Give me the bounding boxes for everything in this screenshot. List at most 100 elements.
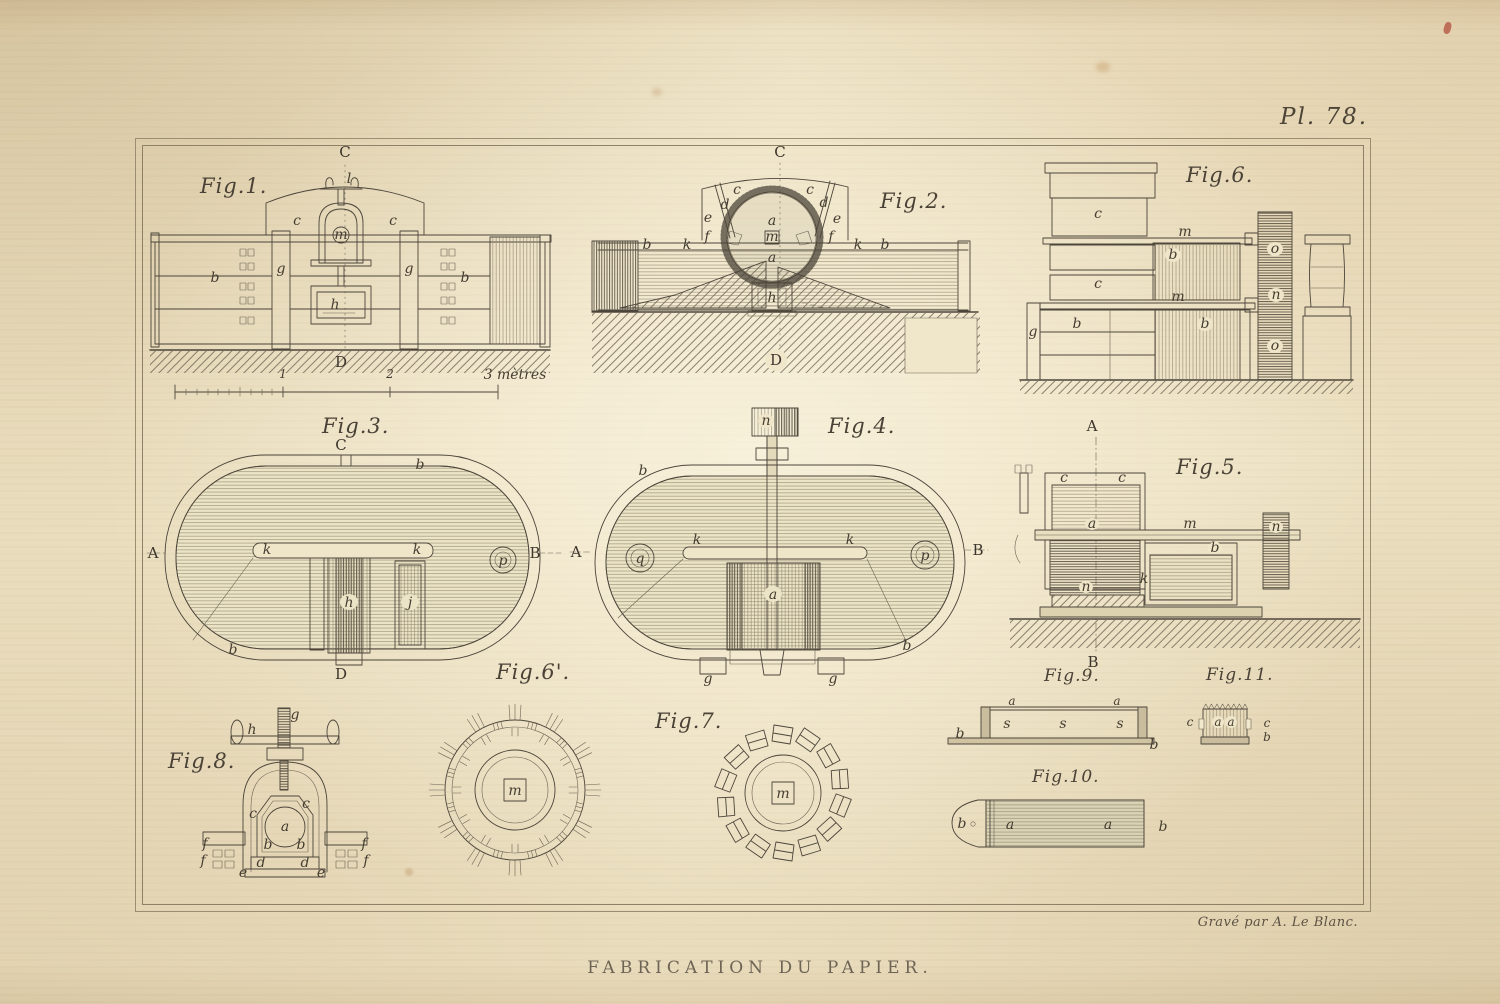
part-label: n — [761, 413, 770, 429]
part-label: f — [827, 229, 836, 245]
part-label: k — [413, 542, 421, 558]
part-label: b — [1073, 316, 1082, 332]
part-label: h — [330, 297, 339, 313]
part-label: b — [881, 237, 890, 253]
fig6-drawing: c m b c m g b b o n o — [1019, 162, 1354, 394]
fig6b-title: Fig.6'. — [496, 660, 571, 684]
fig10-labels: b a a b — [958, 816, 1168, 835]
part-label: e — [833, 211, 841, 227]
part-label: c — [1118, 470, 1126, 486]
part-label: c — [1094, 276, 1102, 292]
part-label: m — [1171, 289, 1184, 305]
engraver-credit: Gravé par A. Le Blanc. — [1197, 915, 1358, 930]
fig5-drawing: A c c a m n b k n B — [1009, 417, 1361, 671]
part-label: f — [199, 853, 208, 869]
fig10-drawing: b a a b — [951, 799, 1168, 848]
foxing-spot — [652, 88, 662, 96]
axis-label: B — [529, 544, 540, 562]
part-label: b — [1150, 737, 1159, 753]
part-label: d — [721, 197, 730, 213]
part-label: a — [1088, 516, 1096, 532]
axis-label: A — [147, 544, 159, 562]
part-label: n — [1081, 579, 1090, 595]
fig4-geometry — [569, 407, 989, 676]
part-label: a — [281, 819, 289, 835]
axis-label: D — [770, 351, 782, 369]
part-label: b — [643, 237, 652, 253]
plate-caption: FABRICATION DU PAPIER. — [587, 958, 933, 978]
fig2-title: Fig.2. — [880, 189, 948, 213]
foxing-spot — [1096, 62, 1110, 72]
fig9-geometry — [947, 706, 1155, 745]
fig2-geometry — [591, 162, 980, 374]
part-label: b — [264, 837, 273, 853]
part-label: m — [776, 786, 789, 802]
part-label: d — [301, 855, 310, 871]
part-label: k — [846, 532, 854, 548]
part-label: a — [1008, 694, 1015, 708]
part-label: e — [704, 210, 712, 226]
part-label: c — [1187, 715, 1194, 729]
axis-label: C — [339, 143, 350, 161]
part-label: h — [767, 290, 776, 306]
fig3-geometry — [146, 454, 564, 666]
part-label: n — [1271, 287, 1280, 303]
fig5-title: Fig.5. — [1176, 455, 1244, 479]
axis-label: A — [1086, 417, 1098, 435]
part-label: e — [239, 865, 247, 881]
part-label: m — [334, 227, 347, 243]
fig1-drawing: C l c c m b g g b h D — [149, 143, 552, 373]
fig5-labels: A c c a m n b k n B — [1060, 417, 1280, 671]
part-label: c — [1264, 716, 1271, 730]
fig2-labels: C c c d d e e f f a m a b k k b h D — [643, 143, 890, 369]
fig8-title: Fig.8. — [168, 749, 236, 773]
part-label: b — [903, 638, 912, 654]
axis-label: B — [972, 541, 983, 559]
part-label: k — [693, 532, 701, 548]
part-label: b — [639, 463, 648, 479]
part-label: n — [1271, 519, 1280, 535]
scale-unit-label: 3 mètres — [484, 367, 547, 383]
part-label: c — [1060, 470, 1068, 486]
fig4-drawing: n b A q k k p B a b g g — [569, 407, 989, 687]
part-label: g — [277, 261, 286, 277]
part-label: g — [405, 261, 414, 277]
part-label: l — [347, 171, 351, 187]
part-label: b — [229, 642, 238, 658]
fig3-title: Fig.3. — [322, 414, 390, 438]
part-label: f — [362, 853, 371, 869]
part-label: c — [293, 213, 301, 229]
part-label: b — [1159, 819, 1168, 835]
part-label: s — [1116, 716, 1123, 732]
part-label: p — [499, 553, 508, 569]
fig3-drawing: C b A k k B p h j b D — [146, 436, 564, 683]
fig11-drawing: c a a c b — [1187, 703, 1271, 745]
part-label: b — [1263, 730, 1271, 744]
part-label: g — [1029, 324, 1038, 340]
fig1-geometry — [149, 164, 552, 373]
fig6b-drawing: m — [428, 703, 602, 877]
fig7-labels: m — [776, 786, 789, 802]
part-label: b — [1211, 540, 1220, 556]
fig6b-labels: m — [508, 783, 521, 799]
part-label: d — [257, 855, 266, 871]
part-label: s — [1059, 716, 1066, 732]
part-label: a — [768, 250, 776, 266]
part-label: b — [416, 457, 425, 473]
axis-label: A — [570, 543, 582, 561]
fig4-title: Fig.4. — [828, 414, 896, 438]
part-label: e — [317, 865, 325, 881]
fig11-title: Fig.11. — [1206, 665, 1274, 685]
part-label: b — [958, 816, 967, 832]
scale-bar: 1 2 3 mètres — [174, 367, 547, 400]
part-label: c — [302, 796, 310, 812]
part-label: c — [806, 182, 814, 198]
part-label: d — [820, 195, 829, 211]
part-label: a — [1006, 817, 1014, 833]
part-label: g — [291, 707, 300, 723]
fig7-drawing: m — [713, 724, 853, 862]
part-label: f — [201, 836, 210, 852]
part-label: h — [344, 595, 353, 611]
part-label: j — [405, 595, 413, 611]
part-label: b — [297, 837, 306, 853]
